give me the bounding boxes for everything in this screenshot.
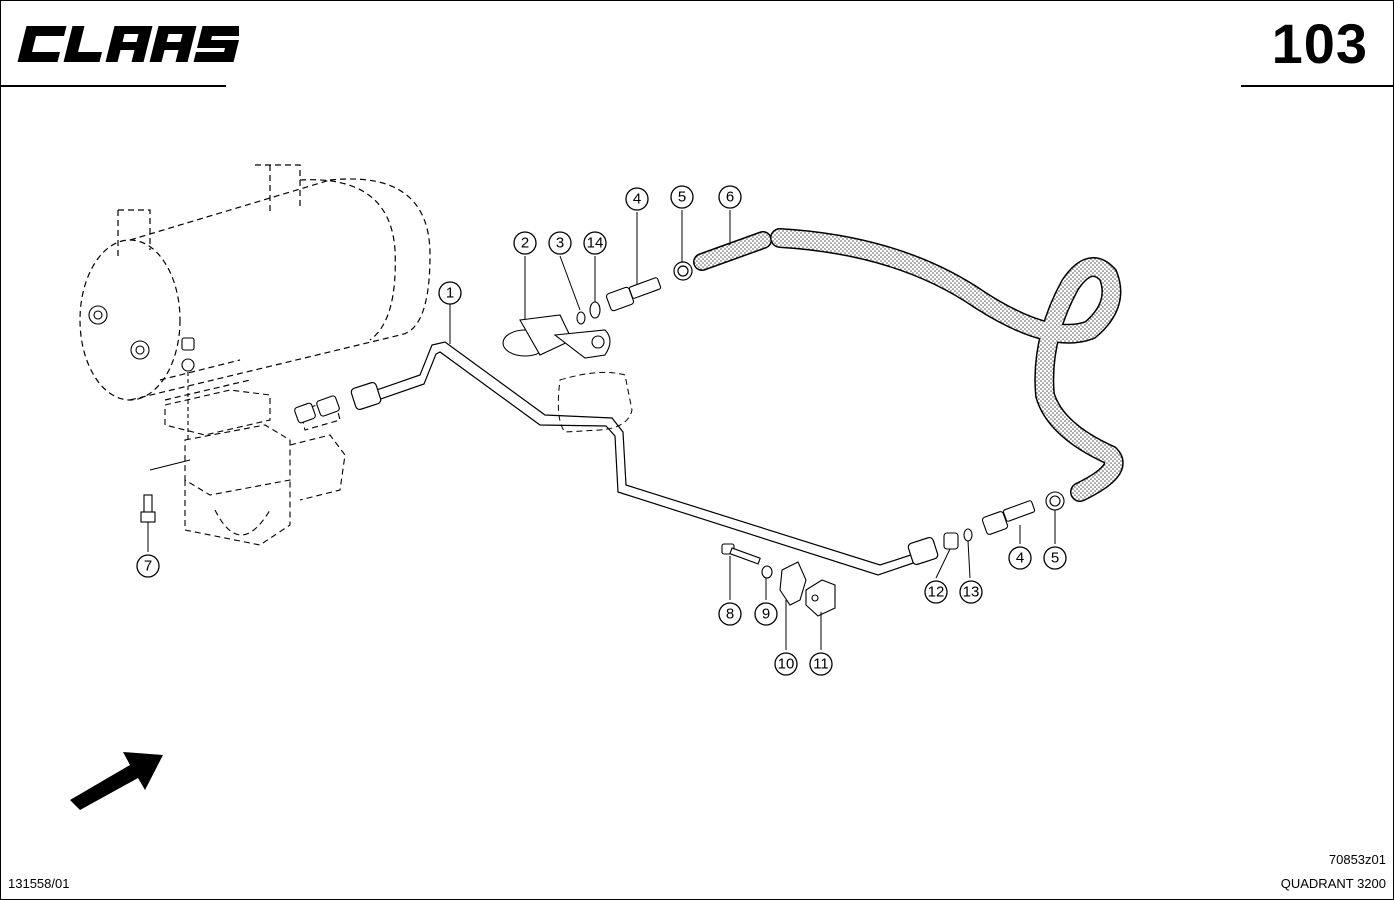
svg-text:7: 7 (144, 558, 152, 575)
svg-text:6: 6 (726, 189, 734, 206)
svg-text:12: 12 (928, 584, 945, 601)
page-number: 103 (1271, 12, 1368, 75)
document-number: 131558/01 (8, 876, 70, 891)
pipe-1 (367, 341, 923, 576)
svg-text:13: 13 (963, 584, 980, 601)
pipe-support-outline (557, 371, 633, 433)
brake-valve (164, 389, 346, 546)
claas-logo (17, 26, 239, 62)
svg-text:5: 5 (678, 189, 686, 206)
header-rule-right (1241, 85, 1394, 87)
outlet-fitting (294, 395, 340, 424)
callout-5-upper: 5 (670, 185, 694, 209)
valve-fittings (149, 337, 195, 471)
svg-text:2: 2 (521, 235, 529, 252)
callout-3: 3 (548, 231, 572, 255)
leader-lines (147, 210, 1056, 650)
svg-text:4: 4 (633, 191, 641, 208)
pipe-nut-left (350, 381, 382, 411)
model-name: QUADRANT 3200 (1280, 876, 1386, 891)
callout-4-lower: 4 (1008, 546, 1032, 570)
clamp-set (721, 543, 836, 617)
callout-11: 11 (809, 652, 833, 676)
callout-2: 2 (513, 231, 537, 255)
callout-13: 13 (959, 580, 983, 604)
tank-ports (88, 305, 150, 360)
svg-text:9: 9 (762, 606, 770, 623)
svg-text:14: 14 (587, 235, 604, 252)
callout-6: 6 (718, 185, 742, 209)
drawing-code: 70853z01 (1328, 852, 1386, 867)
seals-3-14 (576, 301, 601, 325)
lower-fittings (943, 491, 1065, 550)
svg-text:11: 11 (813, 656, 829, 673)
svg-text:3: 3 (556, 235, 564, 252)
callout-14: 14 (583, 231, 607, 255)
direction-arrow-icon (70, 752, 163, 810)
header-rule-left (0, 85, 226, 87)
svg-text:10: 10 (778, 656, 795, 673)
svg-text:4: 4 (1016, 550, 1024, 567)
coupling-head-2 (502, 314, 611, 359)
callout-5-lower: 5 (1043, 546, 1067, 570)
bolt-7 (140, 494, 156, 523)
svg-text:1: 1 (446, 285, 454, 302)
hose-clamp-5-upper (673, 261, 693, 281)
svg-text:5: 5 (1051, 550, 1059, 567)
svg-text:8: 8 (726, 606, 734, 623)
callout-10: 10 (774, 652, 798, 676)
hose-fitting-4-upper (605, 277, 662, 312)
callout-9: 9 (754, 602, 778, 626)
callout-12: 12 (924, 580, 948, 604)
callout-8: 8 (718, 602, 742, 626)
callout-4-upper: 4 (625, 187, 649, 211)
pipe-nut-right (907, 536, 939, 566)
callout-1: 1 (438, 281, 462, 305)
air-tank (79, 164, 431, 401)
callout-7: 7 (136, 554, 160, 578)
